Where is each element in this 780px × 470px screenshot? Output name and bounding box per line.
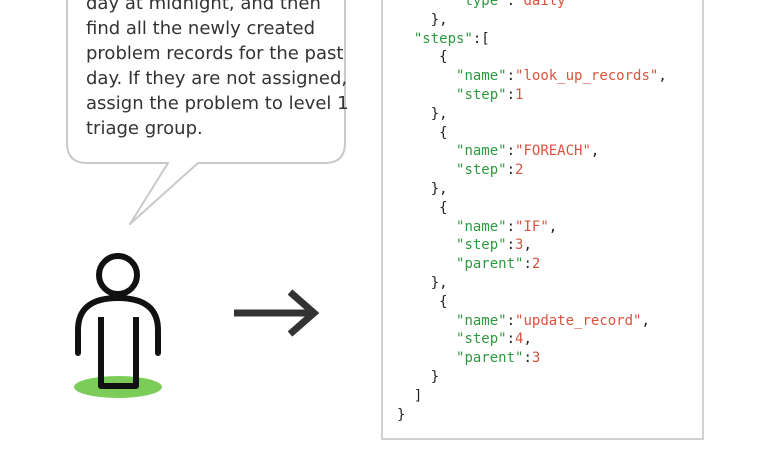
speech-line: day. If they are not assigned, bbox=[86, 68, 348, 89]
right-arrow-icon bbox=[234, 289, 320, 337]
json-key: "step" bbox=[456, 162, 507, 179]
speech-bubble-icon bbox=[66, 0, 346, 225]
json-key: "parent" bbox=[456, 256, 524, 273]
json-key: "type" bbox=[456, 0, 507, 9]
json-key: "name" bbox=[456, 218, 507, 235]
json-key: "name" bbox=[456, 143, 507, 160]
json-key: "step" bbox=[456, 331, 507, 348]
json-key: "name" bbox=[456, 68, 507, 85]
json-value: "IF" bbox=[515, 218, 549, 235]
speech-line: assign the problem to level 1 bbox=[86, 93, 349, 114]
json-key: "step" bbox=[456, 237, 507, 254]
json-key: "step" bbox=[456, 86, 507, 103]
json-key: "parent" bbox=[456, 350, 524, 367]
json-key: "steps" bbox=[413, 30, 473, 47]
json-code: "type":"daily" }, "steps":[ { "name":"lo… bbox=[397, 0, 667, 424]
json-value: "daily" bbox=[515, 0, 575, 9]
person-body bbox=[75, 295, 161, 356]
speech-line: day at midnight, and then bbox=[86, 0, 321, 14]
speech-text: day at midnight, and then find all the n… bbox=[86, 0, 349, 141]
speech-line: triage group. bbox=[86, 118, 203, 139]
json-value: 4 bbox=[515, 331, 524, 348]
json-value: 3 bbox=[531, 350, 541, 367]
person-head bbox=[96, 253, 140, 297]
speech-line: find all the newly created bbox=[86, 18, 316, 39]
json-key: "name" bbox=[456, 312, 507, 329]
person-legs bbox=[98, 317, 139, 389]
code-panel bbox=[381, 0, 704, 440]
json-value: 1 bbox=[515, 86, 524, 103]
json-value: "update_record" bbox=[515, 312, 642, 329]
json-value: 2 bbox=[515, 162, 524, 179]
speech-line: problem records for the past bbox=[86, 43, 344, 64]
json-value: 2 bbox=[531, 256, 541, 273]
json-value: "look_up_records" bbox=[515, 68, 659, 85]
person-icon bbox=[74, 253, 162, 398]
json-value: 3 bbox=[515, 237, 524, 254]
json-value: "FOREACH" bbox=[515, 143, 591, 160]
